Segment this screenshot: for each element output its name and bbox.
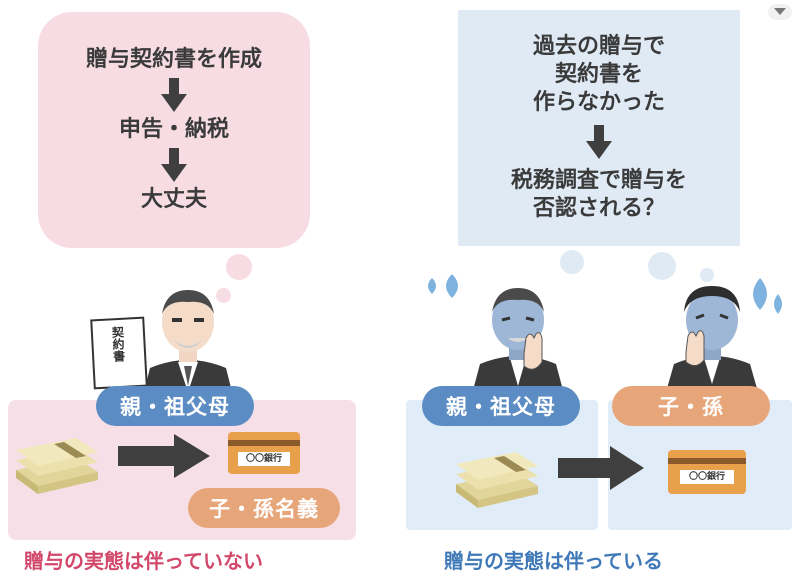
cash-stack-icon xyxy=(456,452,538,508)
left-flow: 贈与契約書を作成 申告・納税 大丈夫 xyxy=(38,12,310,248)
sweat-drop-icon xyxy=(753,278,782,314)
child-nominee-label-text: 子・孫名義 xyxy=(209,497,319,521)
thought-dot xyxy=(216,288,231,303)
down-arrow-icon xyxy=(161,148,187,182)
parent-label: 親・祖父母 xyxy=(96,386,254,426)
left-step-3: 大丈夫 xyxy=(140,187,207,212)
grandparent-figure xyxy=(142,290,234,400)
dropdown-toggle[interactable] xyxy=(768,4,792,20)
down-arrow-icon xyxy=(161,78,187,112)
chevron-down-icon xyxy=(774,8,786,15)
left-step-2: 申告・納税 xyxy=(118,117,229,142)
right-flow: 過去の贈与で 契約書を 作らなかった 税務調査で贈与を 否認される？ xyxy=(458,10,740,246)
sweat-drop-icon xyxy=(428,274,458,298)
transfer-arrow-icon xyxy=(558,446,644,490)
right-child-label-text: 子・孫 xyxy=(658,395,724,419)
left-thought-bubble: 贈与契約書を作成 申告・納税 大丈夫 xyxy=(38,12,310,248)
right-step-2: 税務調査で贈与を 否認される？ xyxy=(510,168,687,221)
passbook-stripe xyxy=(228,440,300,446)
transfer-arrow-icon xyxy=(118,434,210,478)
bank-label: 〇〇銀行 xyxy=(238,452,290,466)
right-parent-label: 親・祖父母 xyxy=(422,386,580,426)
bank-passbook-icon: 〇〇銀行 xyxy=(228,432,300,474)
worried-child-figure xyxy=(666,286,758,392)
parent-label-text: 親・祖父母 xyxy=(120,395,230,419)
left-step-1: 贈与契約書を作成 xyxy=(85,47,262,72)
child-nominee-label: 子・孫名義 xyxy=(188,488,340,528)
right-child-label: 子・孫 xyxy=(612,386,770,426)
bank-label: 〇〇銀行 xyxy=(680,470,734,484)
down-arrow-icon xyxy=(586,125,612,159)
cash-stack-icon xyxy=(16,438,98,494)
worried-grandparent-figure xyxy=(472,288,564,394)
thought-dot xyxy=(226,254,252,280)
passbook-stripe xyxy=(668,458,746,464)
bank-passbook-icon: 〇〇銀行 xyxy=(668,450,746,494)
right-thought-bubble: 過去の贈与で 契約書を 作らなかった 税務調査で贈与を 否認される？ xyxy=(458,10,740,246)
contract-label: 契約書 xyxy=(110,325,126,363)
thought-dot xyxy=(648,252,676,280)
left-caption: 贈与の実態は伴っていない xyxy=(24,549,263,573)
right-caption: 贈与の実態は伴っている xyxy=(444,549,663,573)
right-step-1: 過去の贈与で 契約書を 作らなかった xyxy=(532,34,665,115)
right-parent-label-text: 親・祖父母 xyxy=(446,395,556,419)
thought-dot xyxy=(700,268,714,282)
thought-dot xyxy=(560,250,584,274)
